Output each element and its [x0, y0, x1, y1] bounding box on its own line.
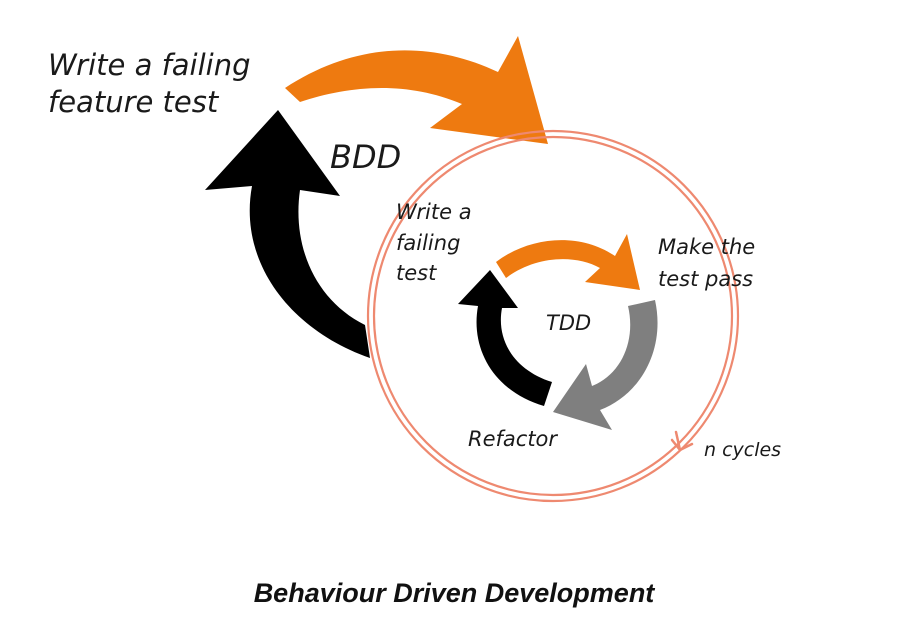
tdd-black-arrow — [458, 270, 552, 406]
bdd-orange-arrow — [285, 36, 548, 144]
bdd-write-label-line2: feature test — [48, 85, 220, 119]
tdd-center-label: TDD — [546, 311, 591, 335]
bdd-write-label-line1: Write a failing — [48, 48, 251, 82]
cycles-arrowhead — [670, 430, 694, 452]
tdd-write-label-line3: test — [396, 261, 437, 285]
refactor-label: Refactor — [468, 427, 558, 451]
cycles-inner-ring — [372, 135, 734, 497]
tdd-orange-arrow — [496, 234, 640, 290]
cycles-label: n cycles — [704, 439, 781, 461]
tdd-make-label-line2: test pass — [658, 267, 753, 291]
bdd-black-arrow — [205, 110, 370, 358]
tdd-gray-arrow — [553, 300, 658, 430]
diagram-caption: Behaviour Driven Development — [253, 578, 655, 608]
tdd-make-label-line1: Make the — [658, 235, 755, 259]
bdd-center-label: BDD — [330, 138, 401, 176]
tdd-write-label-line1: Write a — [396, 200, 472, 224]
cycles-outer-ring — [366, 129, 740, 503]
tdd-write-label-line2: failing — [396, 231, 460, 255]
